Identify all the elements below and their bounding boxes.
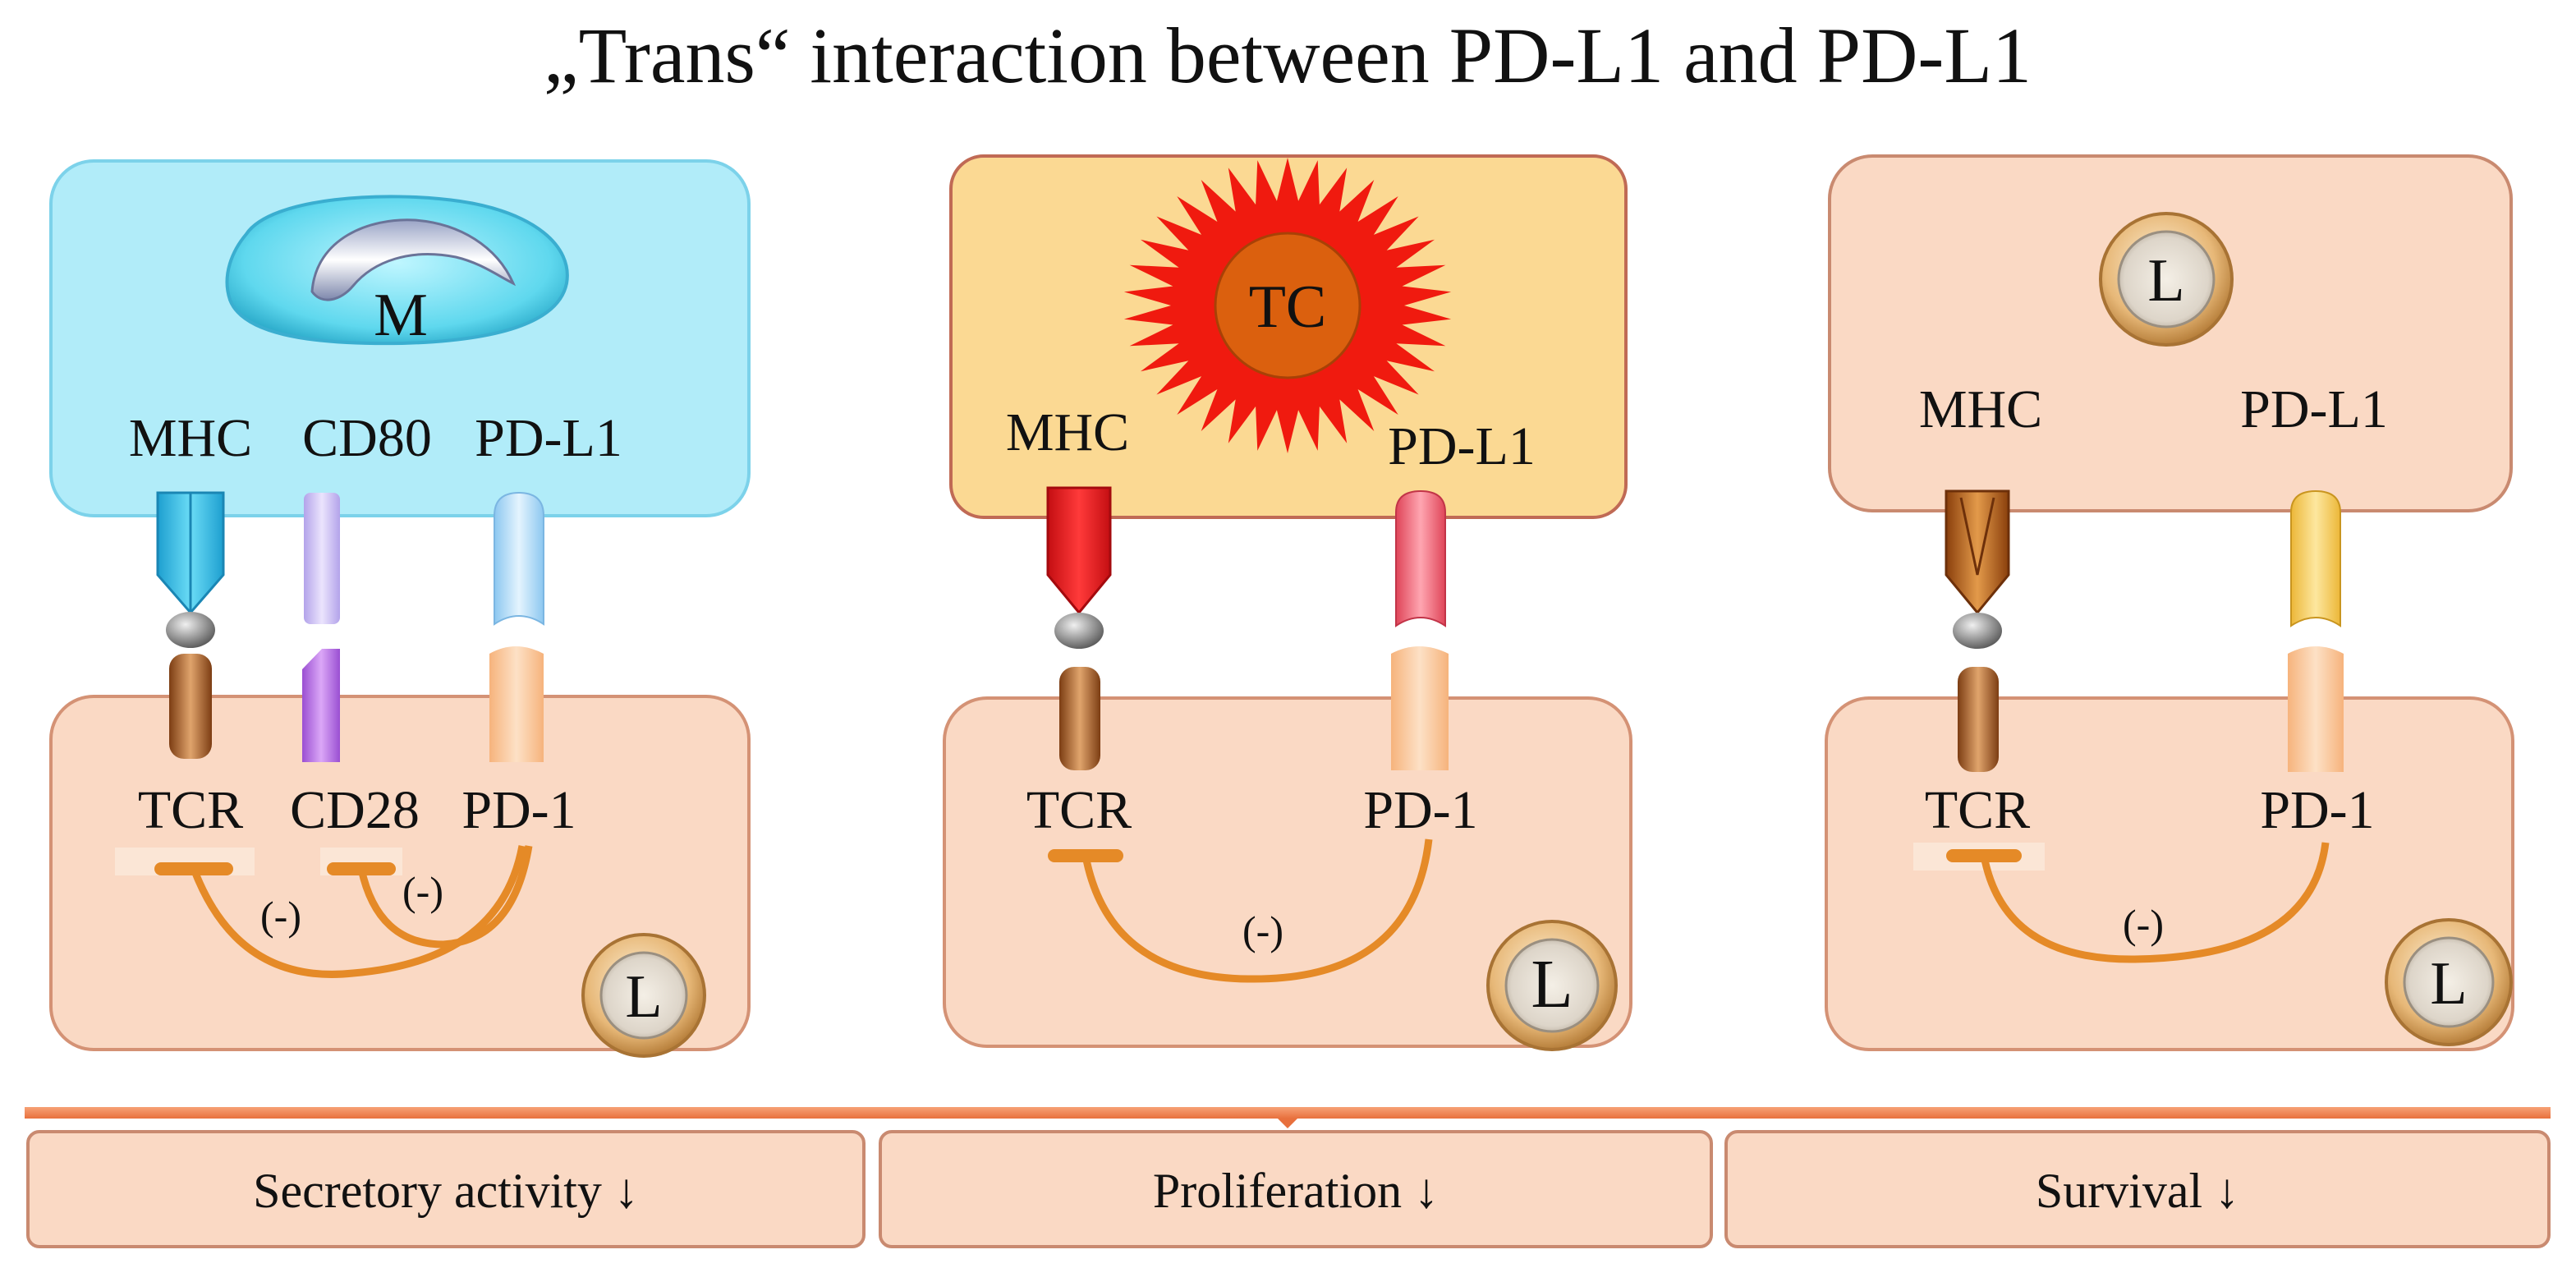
tcr-label: TCR: [1925, 780, 2030, 840]
pd-l1-receptor: [494, 491, 544, 626]
panel-lymphocyte: L MHC PD-L1 TCR PD-1 (-) L: [1825, 154, 2514, 1051]
pd-l1-label: PD-L1: [1388, 416, 1536, 476]
inhibition-mark: (-): [402, 868, 443, 914]
cd80-receptor: [304, 493, 340, 624]
cd28-receptor: [302, 649, 340, 762]
cd80-label: CD80: [302, 408, 432, 468]
lymphocyte-symbol: [581, 933, 706, 1058]
cd28-label: CD28: [290, 780, 420, 840]
tcr-label: TCR: [1026, 780, 1132, 840]
tcr-receptor: [1958, 667, 1999, 772]
outcome-box-proliferation: [879, 1130, 1713, 1248]
lymphocyte-symbol: [2385, 918, 2513, 1046]
outcome-box-survival: [1724, 1130, 2551, 1248]
mhc-receptor: [1046, 486, 1112, 615]
inhibition-arc: [1081, 838, 1433, 983]
pd-1-label: PD-1: [2260, 780, 2374, 840]
pd-l1-label: PD-L1: [475, 408, 622, 468]
pd-1-label: PD-1: [1363, 780, 1477, 840]
outcome-secretory-activity: Secretory activity ↓: [253, 1164, 639, 1218]
pd-1-receptor: [2288, 646, 2344, 772]
mhc-receptor: [1945, 489, 2010, 615]
inhibition-arc: [1980, 842, 2330, 963]
inhibition-mark: (-): [2123, 901, 2164, 947]
antigen-ball: [1054, 613, 1104, 649]
tcr-label: TCR: [138, 780, 243, 840]
tcr-receptor: [1059, 667, 1100, 770]
outcome-survival: Survival ↓: [2036, 1164, 2239, 1218]
outcome-box-secretory: [26, 1130, 866, 1248]
lymphocyte-top-label: L: [2147, 247, 2184, 315]
pd-l1-receptor: [2290, 489, 2341, 627]
lymphocyte-label: L: [625, 963, 662, 1031]
outcome-divider-notch: [1278, 1119, 1297, 1128]
pd-1-label: PD-1: [461, 780, 576, 840]
tumor-nucleus: [1214, 232, 1361, 379]
mhc-label: MHC: [1919, 379, 2042, 439]
macrophage-label: M: [374, 282, 428, 349]
inhibition-mark: (-): [1242, 907, 1283, 953]
antigen-ball: [1953, 613, 2002, 649]
lymphocyte-label: L: [2430, 950, 2467, 1018]
pd-1-receptor: [489, 646, 544, 762]
diagram-title: „Trans“ interaction between PD-L1 and PD…: [544, 11, 2032, 99]
tumor-cell-label: TC: [1249, 273, 1327, 341]
outcome-divider: [25, 1107, 2551, 1119]
inhibition-arc-tcr: [190, 845, 526, 978]
lymphocyte-symbol-top: [2099, 212, 2234, 347]
lymphocyte-label: L: [1531, 946, 1573, 1022]
panel-tumor-cell: TC MHC PD-L1 TCR PD-1 (-) L: [943, 154, 1632, 1051]
panel-macrophage: M MHC CD80 PD-L1 TCR CD28 PD-1 (-) (-): [49, 159, 751, 1058]
mhc-label: MHC: [1006, 402, 1129, 462]
pd-1-receptor: [1391, 646, 1449, 770]
lymphocyte-cell: [1825, 696, 2514, 1051]
lymphocyte-symbol: [1486, 920, 1618, 1051]
macrophage-icon: [225, 195, 569, 346]
pd-l1-receptor: [1395, 489, 1446, 627]
outcome-proliferation: Proliferation ↓: [1153, 1164, 1439, 1218]
mhc-label: MHC: [129, 408, 252, 468]
inhibition-mark: (-): [260, 893, 301, 939]
antigen-ball: [166, 612, 215, 648]
lymphocyte-cell: [943, 696, 1632, 1048]
inhibition-arc-cd28: [357, 845, 533, 949]
pd-l1-label: PD-L1: [2240, 379, 2388, 439]
tcr-receptor: [169, 654, 212, 759]
